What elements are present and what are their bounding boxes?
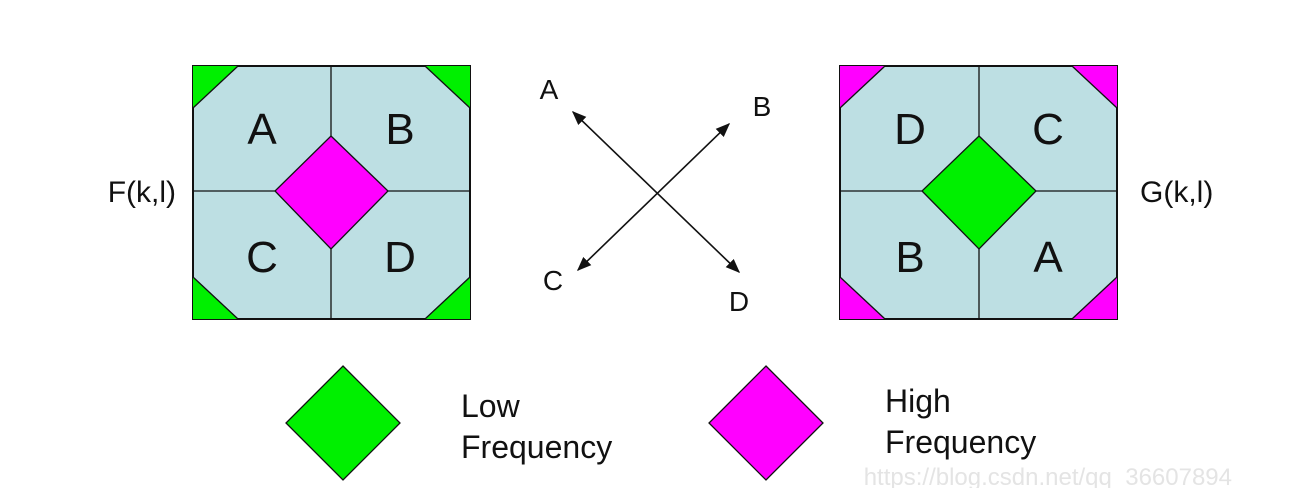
- f-quadrant-bottom-left: C: [246, 233, 278, 282]
- f-quadrant-bottom-right: D: [384, 233, 416, 282]
- f-center-high-diamond: [274, 135, 389, 250]
- legend-high-frequency-swatch: [708, 365, 824, 481]
- g-quadrant-top-right: C: [1032, 105, 1064, 154]
- legend-high-line1: High: [885, 383, 951, 419]
- arrow-label-b: B: [753, 91, 772, 122]
- f-quadrant-top-right: B: [385, 105, 414, 154]
- g-quadrant-bottom-left: B: [895, 233, 924, 282]
- g-quadrant-bottom-right: A: [1033, 233, 1063, 282]
- arrow-label-c: C: [543, 265, 563, 296]
- g-label: G(k,l): [1140, 176, 1213, 209]
- legend-low-frequency-swatch: [285, 365, 401, 481]
- legend-high-line2: Frequency: [885, 424, 1036, 460]
- g-quadrant-top-left: D: [894, 105, 926, 154]
- spectrum-g: D C B A G(k,l): [839, 65, 1213, 320]
- g-center-low-diamond: [921, 135, 1037, 250]
- legend-low-line1: Low: [461, 388, 521, 424]
- arrow-a-to-d: [571, 111, 741, 273]
- arrow-label-d: D: [729, 286, 749, 317]
- f-label: F(k,l): [108, 176, 176, 209]
- f-quadrant-top-left: A: [247, 105, 277, 154]
- legend: Low Frequency High Frequency: [285, 365, 1036, 481]
- legend-low-line2: Frequency: [461, 429, 612, 465]
- swap-arrows: A B C D: [540, 74, 772, 317]
- arrow-c-to-b: [576, 122, 731, 272]
- arrow-label-a: A: [540, 74, 559, 105]
- watermark: https://blog.csdn.net/qq_36607894: [864, 464, 1232, 488]
- spectrum-f: A B C D F(k,l): [108, 65, 471, 320]
